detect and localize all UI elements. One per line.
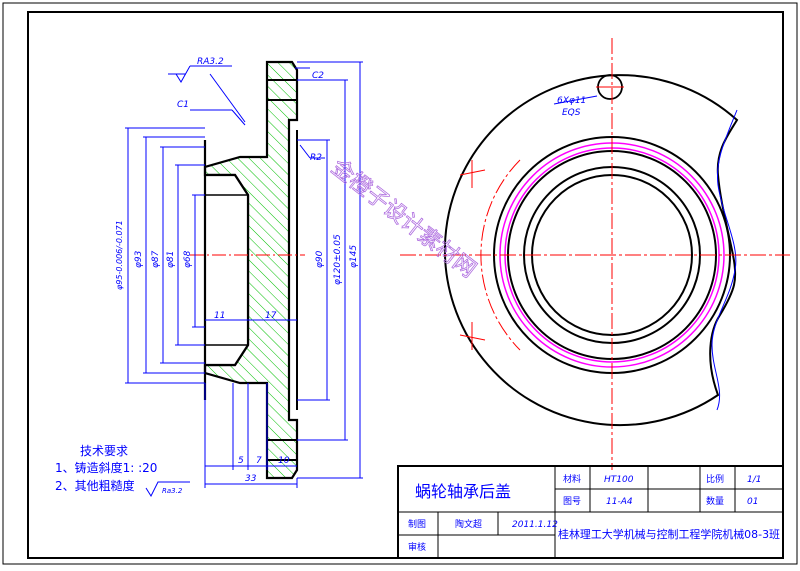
quantity-value: 01	[747, 497, 758, 507]
roughness-symbol	[145, 481, 190, 498]
dim-phi90: φ90	[315, 250, 325, 268]
inner-border	[27, 11, 784, 559]
bolt-circle-arc	[480, 159, 521, 351]
inner-bore	[205, 173, 250, 367]
outer-flange-outline	[443, 74, 739, 426]
drawing-no-label: 图号	[563, 496, 581, 507]
dim-33: 33	[245, 474, 257, 484]
tech-req-roughness: Ra3.2	[162, 487, 183, 495]
dim-phi95: φ95-0.006/-0.071	[115, 220, 124, 290]
scale-label: 比例	[706, 473, 724, 485]
dim-7: 7	[256, 456, 262, 466]
section-dimensions	[125, 61, 363, 488]
quantity-label: 数量	[706, 495, 724, 507]
end-view	[400, 38, 790, 470]
school-name: 桂林理工大学机械与控制工程学院机械08-3班	[558, 527, 780, 541]
title-block	[397, 465, 784, 559]
drawing-no-value: 11-A4	[606, 497, 633, 507]
dim-phi93: φ93	[134, 250, 144, 268]
material-value: HT100	[604, 475, 634, 485]
dim-17: 17	[265, 311, 277, 321]
scale-value: 1/1	[747, 475, 761, 485]
roughness-label: RA3.2	[197, 57, 224, 67]
hole-note-line1: 6Xφ11	[557, 96, 586, 106]
dim-10: 10	[278, 456, 290, 466]
chamfer-c2-label: C2	[312, 71, 324, 81]
hole-note-line2: EQS	[562, 108, 581, 118]
tech-req-item2: 2、其他粗糙度	[55, 478, 135, 493]
dim-phi81: φ81	[166, 251, 176, 268]
hole-leader	[553, 95, 598, 105]
dim-phi68: φ68	[183, 250, 193, 268]
checked-label: 审核	[408, 541, 426, 553]
drawn-label: 制图	[408, 518, 426, 530]
drawn-name: 陶文超	[455, 518, 482, 530]
dim-phi145: φ145	[349, 245, 359, 268]
break-line	[711, 109, 738, 411]
section-view	[190, 60, 305, 480]
fillet-r2-label: R2	[310, 153, 322, 163]
tech-req-title: 技术要求	[80, 444, 128, 458]
part-name: 蜗轮轴承后盖	[415, 482, 511, 501]
dim-5: 5	[238, 456, 244, 466]
drawn-date: 2011.1.12	[512, 520, 558, 530]
dim-phi87: φ87	[151, 250, 161, 268]
dim-11: 11	[214, 311, 225, 321]
material-label: 材料	[563, 473, 581, 485]
dim-phi120: φ120±0.05	[333, 234, 343, 285]
tech-req-item1: 1、铸造斜度1: :20	[55, 460, 157, 475]
chamfer-c1-label: C1	[177, 100, 189, 110]
